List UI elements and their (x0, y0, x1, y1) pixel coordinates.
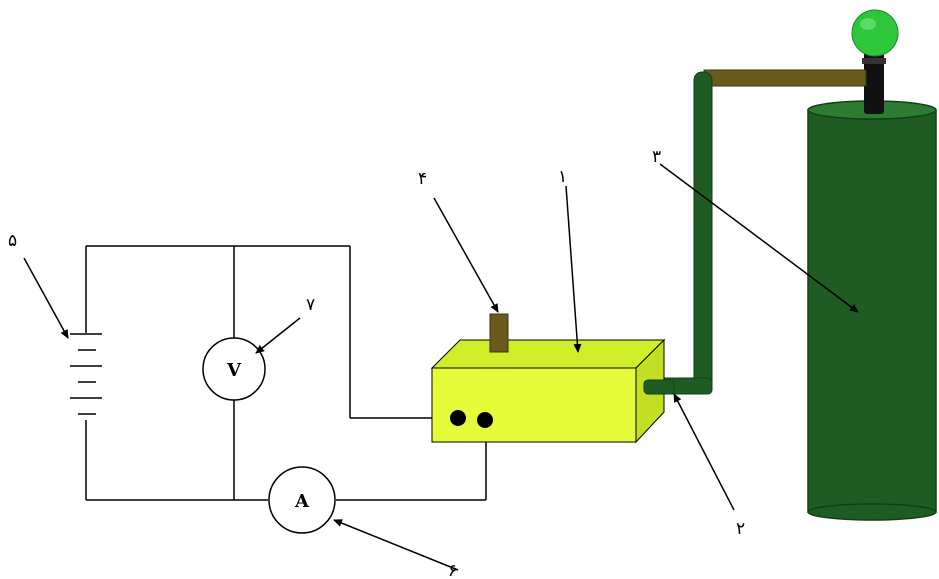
gas-cylinder (807, 100, 937, 521)
ammeter-label: A (294, 491, 310, 512)
box-pipe-stub (643, 379, 675, 395)
arrow-3 (659, 163, 859, 313)
label-4: ۴ (418, 169, 427, 189)
box-probe (489, 313, 509, 353)
arrow-4 (433, 197, 499, 313)
brown-pipe (703, 69, 867, 87)
label-7: ۷ (306, 295, 315, 315)
ammeter: A (268, 466, 336, 534)
label-6: ۶ (448, 561, 457, 579)
label-2: ۲ (736, 519, 745, 539)
voltmeter: V (202, 337, 266, 401)
arrow-6 (333, 519, 459, 571)
arrow-5 (23, 257, 69, 339)
pointer-arrows (23, 163, 859, 571)
reaction-box (430, 338, 666, 444)
arrow-2 (673, 393, 735, 511)
label-3: ۳ (652, 147, 661, 167)
number-labels: ۵ ۷ ۶ ۴ ۱ ۳ ۲ (8, 147, 745, 579)
green-bulb (851, 9, 899, 57)
battery (70, 333, 102, 415)
arrow-7 (255, 317, 301, 354)
circuit-wires (85, 245, 487, 501)
label-1: ۱ (558, 167, 567, 187)
cylinder-valve (862, 50, 886, 114)
label-5: ۵ (8, 231, 17, 251)
voltmeter-label: V (226, 360, 242, 381)
arrow-1 (565, 185, 582, 353)
box-terminals (450, 410, 493, 428)
